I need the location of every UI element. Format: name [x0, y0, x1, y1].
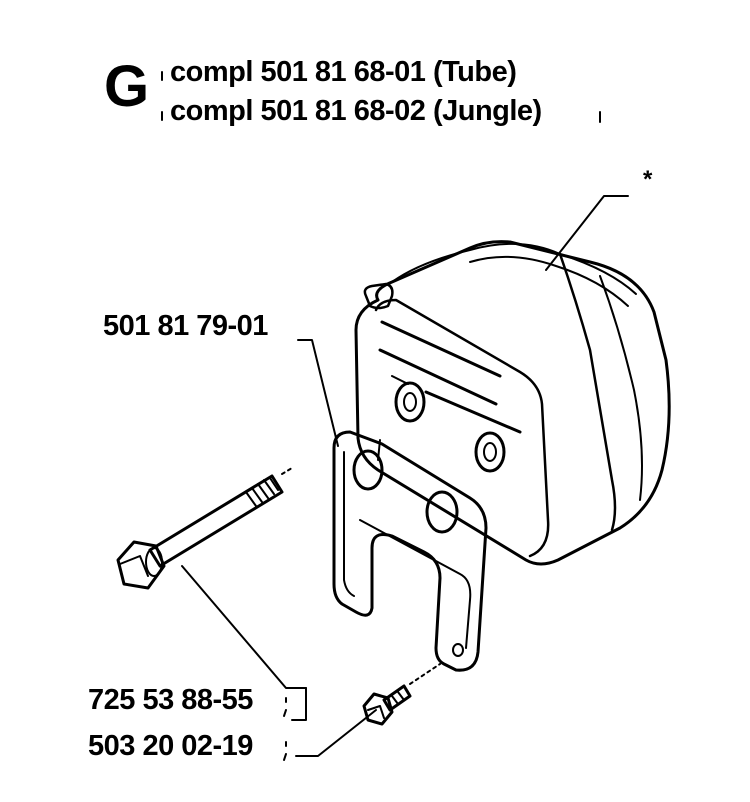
bracket-hole-lower — [425, 490, 459, 534]
label-marks — [283, 697, 287, 761]
header-ticks — [161, 71, 601, 123]
part-number-long-bolt: 725 53 88-55 — [88, 684, 253, 716]
bracket-plate — [332, 430, 488, 672]
screw-shaft — [382, 684, 412, 712]
bolt-shaft — [148, 474, 284, 568]
short-screw — [362, 663, 441, 726]
section-letter: G — [104, 54, 150, 119]
muffler-hole-upper — [394, 381, 426, 423]
bracket-hole-upper — [352, 449, 384, 491]
muffler-hole-lower — [474, 431, 506, 473]
muffler-outline — [354, 240, 671, 566]
muffler-marker: * — [643, 166, 652, 193]
muffler — [354, 240, 671, 566]
assembly-header-tube: compl 501 81 68-01 (Tube) — [170, 56, 517, 88]
assembly-header-jungle: compl 501 81 68-02 (Jungle) — [170, 95, 542, 127]
bracket-outline — [332, 430, 488, 672]
screw-head — [362, 692, 394, 726]
bolt-head — [116, 540, 166, 590]
part-number-bracket: 501 81 79-01 — [103, 310, 268, 342]
part-number-short-screw: 503 20 02-19 — [88, 730, 253, 762]
leader-lines — [181, 195, 629, 757]
long-bolt — [116, 467, 293, 590]
muffler-knob — [363, 282, 394, 310]
